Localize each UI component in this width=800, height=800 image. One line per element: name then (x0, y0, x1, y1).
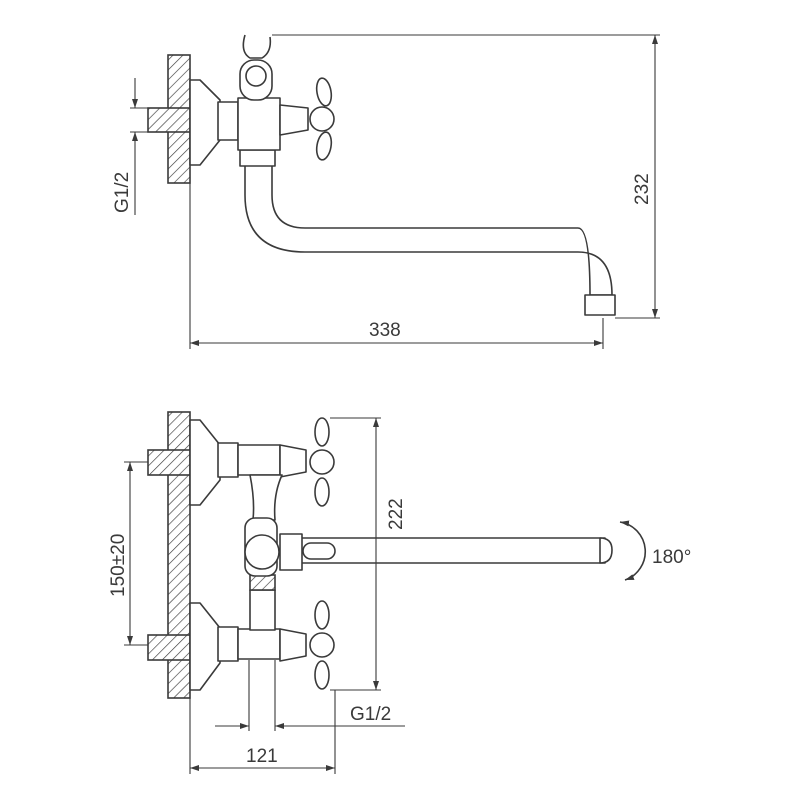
dim-height-label: 232 (632, 173, 653, 205)
flange-upper (189, 419, 221, 506)
diverter-box (279, 533, 303, 571)
bottom-view: 180° 150±20 222 G1/2 121 (108, 411, 691, 774)
connector-upper (249, 474, 283, 521)
body-upper (237, 444, 281, 476)
handle-hub (309, 106, 335, 132)
shower-holder-ring (245, 65, 267, 87)
nut-upper (217, 442, 239, 478)
handle-hub-upper (309, 449, 335, 475)
handle-hub-lower (309, 632, 335, 658)
top-view: G1/2 232 338 (112, 34, 660, 349)
dim-thread-label: G1/2 (112, 172, 133, 213)
spout-end (599, 537, 613, 564)
rotation-arrow-icon (619, 520, 647, 581)
body-lower (237, 628, 281, 660)
handle-wing-top (314, 600, 330, 630)
handle-wing-bottom (315, 131, 333, 161)
spout-pipe (244, 164, 613, 296)
handle-wing-bottom (314, 477, 330, 507)
mixer-body (237, 97, 281, 151)
spout-swivel-ring (239, 149, 276, 167)
dim-spacing-label: 150±20 (108, 534, 129, 597)
dim-length-label: 338 (369, 320, 401, 341)
inlet-pipe-lower (147, 634, 191, 661)
diverter-knob (244, 534, 280, 570)
shower-holder-hook (242, 34, 272, 59)
handle-wing-top (314, 417, 330, 447)
bonnet-lower (279, 628, 307, 662)
dim-thread-label: G1/2 (350, 704, 391, 725)
wall-flange (189, 79, 221, 166)
diverter-lever (302, 542, 336, 560)
hex-nut (217, 101, 239, 141)
handle-wing-bottom (314, 660, 330, 690)
dim-height-label: 222 (386, 498, 407, 530)
nut-lower (217, 626, 239, 662)
inlet-pipe-section (147, 107, 191, 133)
flange-lower (189, 602, 221, 691)
connector-lower (249, 589, 276, 631)
spout-aerator (584, 294, 616, 316)
inlet-pipe-upper (147, 449, 191, 476)
diverter-section (249, 574, 276, 591)
wall-section (167, 411, 191, 699)
valve-bonnet (279, 104, 309, 136)
spout-pipe (299, 537, 606, 564)
dim-depth-label: 121 (246, 746, 278, 767)
bonnet-upper (279, 444, 307, 478)
dim-rotation-label: 180° (652, 547, 691, 568)
handle-wing-top (315, 77, 333, 107)
